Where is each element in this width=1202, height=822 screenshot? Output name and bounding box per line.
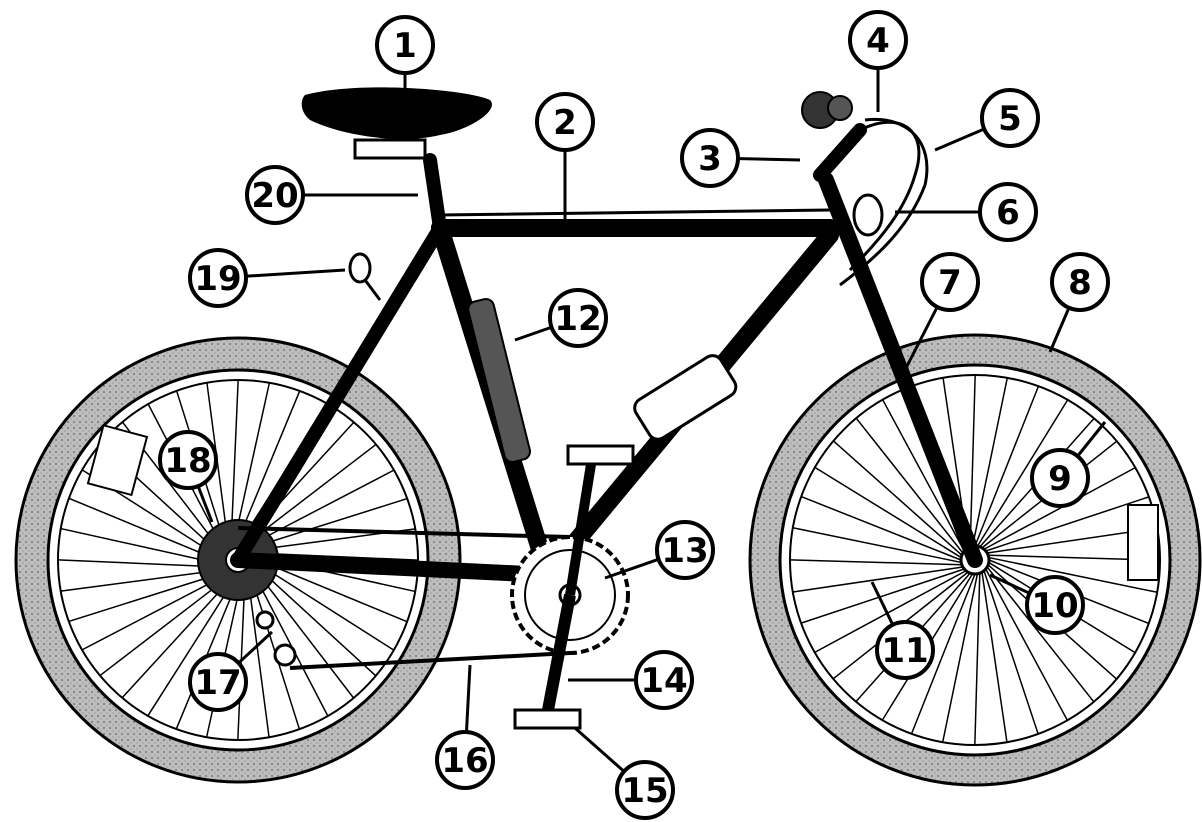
callout-number: 12 — [554, 299, 601, 339]
callout-number: 3 — [698, 139, 722, 179]
callout-number: 10 — [1031, 586, 1078, 626]
pedal — [568, 446, 633, 464]
callout-number: 6 — [996, 193, 1020, 233]
callout-number: 19 — [194, 259, 241, 299]
headlight — [854, 195, 882, 235]
callout-number: 13 — [661, 531, 708, 571]
front-reflector — [1128, 505, 1158, 580]
callout-number: 8 — [1068, 263, 1092, 303]
callout-12: 12 — [515, 290, 606, 346]
callout-3: 3 — [682, 130, 800, 186]
saddle — [302, 87, 492, 158]
callout-number: 16 — [441, 741, 488, 781]
callout-6: 6 — [895, 184, 1036, 240]
pedal — [515, 710, 580, 728]
rear-light — [350, 254, 380, 300]
callout-number: 5 — [998, 99, 1022, 139]
callout-number: 17 — [194, 663, 241, 703]
callout-number: 7 — [938, 263, 962, 303]
callout-5: 5 — [935, 90, 1038, 150]
callout-14: 14 — [568, 652, 692, 708]
callout-20: 20 — [247, 167, 418, 223]
callout-2: 2 — [537, 94, 593, 228]
callout-number: 1 — [393, 26, 417, 66]
callout-15: 15 — [575, 728, 673, 818]
callout-number: 14 — [640, 661, 687, 701]
callout-number: 4 — [866, 21, 890, 61]
water-bottle — [631, 352, 740, 443]
callout-number: 2 — [553, 103, 577, 143]
callout-8: 8 — [1050, 254, 1108, 352]
callout-number: 20 — [251, 176, 298, 216]
callout-number: 9 — [1048, 459, 1072, 499]
callout-4: 4 — [850, 12, 906, 112]
callout-16: 16 — [437, 665, 493, 788]
callout-19: 19 — [190, 250, 345, 306]
callout-number: 11 — [881, 631, 928, 671]
callout-number: 18 — [164, 441, 211, 481]
callout-number: 15 — [621, 771, 668, 811]
